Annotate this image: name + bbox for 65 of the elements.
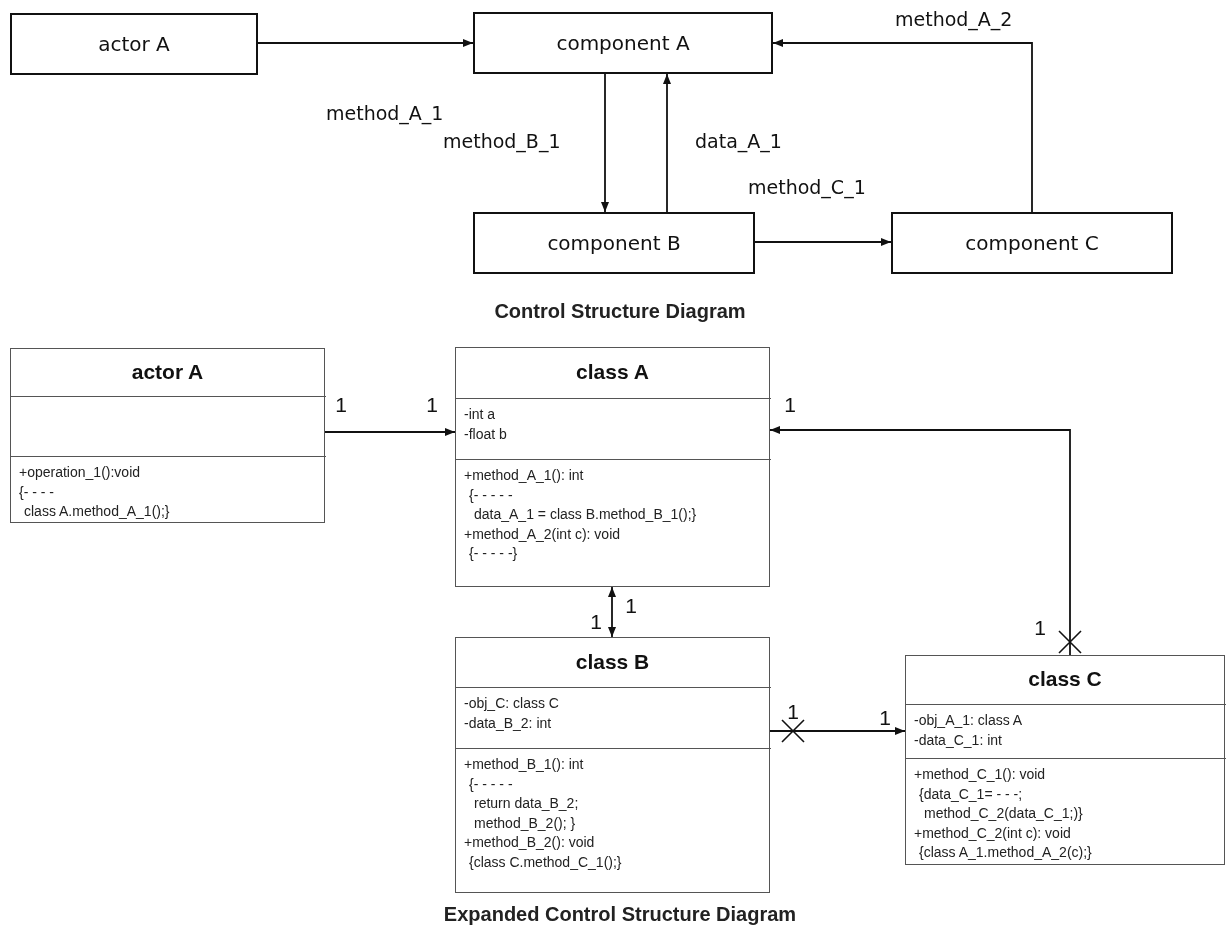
class-box <box>10 348 325 523</box>
edge-label: method_A_1 <box>326 102 444 124</box>
class-name: class B <box>574 649 651 674</box>
arrow <box>754 238 892 246</box>
code-line: {- - - - - <box>469 485 513 505</box>
code-line: data_A_1 = class B.method_B_1();} <box>474 505 697 524</box>
multiplicity-label: 1 <box>590 610 602 634</box>
class-box <box>455 637 770 893</box>
code-line: -obj_A_1: class A <box>914 711 1023 730</box>
code-line: -float b <box>464 424 507 444</box>
code-line: +method_B_1(): int <box>464 755 584 774</box>
code-line: +method_C_2(int c): void <box>914 823 1071 843</box>
multiplicity-label: 1 <box>787 700 799 724</box>
code-line: return data_B_2; <box>474 794 579 813</box>
edge-label: method_A_2 <box>895 8 1013 30</box>
edge-label: method_C_1 <box>748 176 866 198</box>
arrow <box>769 727 906 735</box>
code-line: method_B_2(); } <box>474 813 576 833</box>
multiplicity-label: 1 <box>784 393 796 417</box>
component-box <box>473 12 773 74</box>
arrow <box>257 39 474 47</box>
diagram-caption: Expanded Control Structure Diagram <box>443 903 797 926</box>
code-line: -data_C_1: int <box>914 730 1002 750</box>
multiplicity-label: 1 <box>335 393 347 417</box>
component-box <box>473 212 755 274</box>
class-box <box>455 347 770 587</box>
code-line: {class A_1.method_A_2(c);} <box>919 843 1092 862</box>
multiplicity-label: 1 <box>426 393 438 417</box>
box-label: actor A <box>98 32 170 56</box>
code-line: {- - - - -} <box>469 544 518 563</box>
edge-label: data_A_1 <box>695 130 782 152</box>
multiplicity-label: 1 <box>879 706 891 730</box>
code-line: {class C.method_C_1();} <box>469 852 622 872</box>
code-line: +operation_1():void <box>19 463 141 482</box>
arrow <box>663 73 671 213</box>
class-name: class A <box>575 360 650 384</box>
multiplicity-label: 1 <box>625 594 637 618</box>
arrow <box>772 39 1033 213</box>
code-line: +method_B_2(): void <box>464 833 595 852</box>
edge-label: method_B_1 <box>443 130 561 152</box>
arrow <box>608 586 616 638</box>
code-line: +method_C_1(): void <box>914 765 1046 784</box>
code-line: {- - - - <box>19 482 54 502</box>
code-line: {- - - - - <box>469 774 513 794</box>
box-label: component B <box>547 231 681 255</box>
class-box <box>905 655 1225 865</box>
code-line: method_C_2(data_C_1;)} <box>924 804 1083 823</box>
code-line: {data_C_1= - - -; <box>919 784 1023 804</box>
component-box <box>10 13 258 75</box>
arrow <box>324 428 456 436</box>
code-line: +method_A_2(int c): void <box>464 524 621 544</box>
code-line: -int a <box>464 405 496 424</box>
diagram-caption: Control Structure Diagram <box>494 300 746 323</box>
class-name: actor A <box>130 359 205 384</box>
component-box <box>891 212 1173 274</box>
code-line: -obj_C: class C <box>464 694 559 713</box>
arrow <box>769 426 1071 656</box>
arrow <box>601 73 609 213</box>
code-line: class A.method_A_1();} <box>24 502 170 521</box>
multiplicity-label: 1 <box>1034 616 1046 640</box>
box-label: component C <box>965 231 1099 255</box>
code-line: -data_B_2: int <box>464 713 552 733</box>
code-line: +method_A_1(): int <box>464 466 584 485</box>
box-label: component A <box>556 31 690 55</box>
class-name: class C <box>1027 667 1103 691</box>
